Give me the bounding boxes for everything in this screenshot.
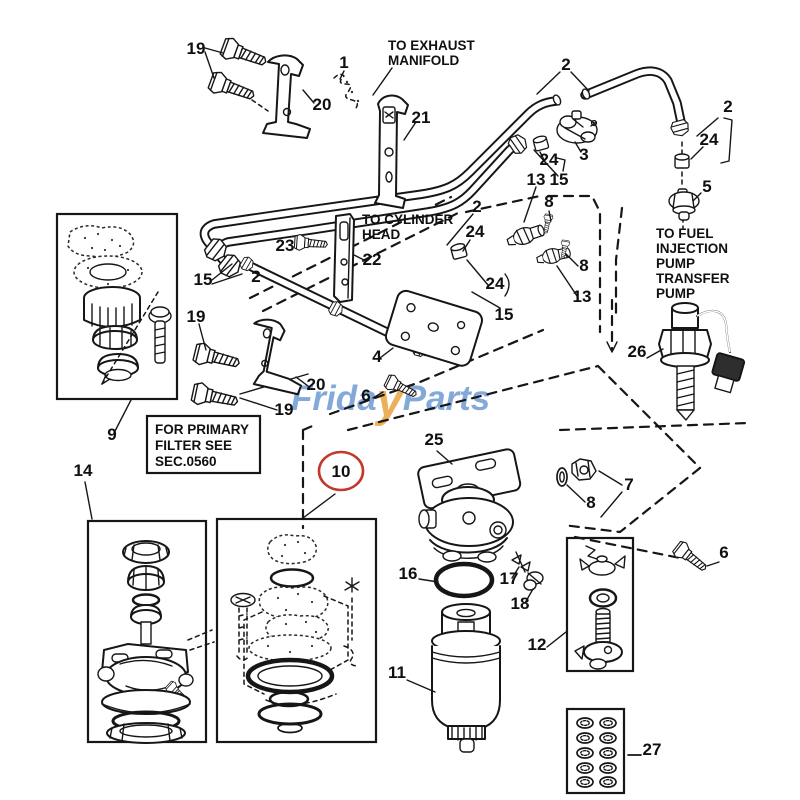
callout-5-12: 5 bbox=[702, 177, 711, 196]
check-valve-3 bbox=[556, 110, 598, 144]
callout-16-36: 16 bbox=[399, 564, 418, 583]
callout-6-33: 6 bbox=[719, 543, 728, 562]
vent-pin-17 bbox=[511, 551, 531, 573]
o-ring-16 bbox=[433, 561, 495, 599]
bracket-21 bbox=[374, 94, 409, 209]
primer-pump-14-box bbox=[86, 519, 215, 744]
dashed-boundary-lines bbox=[248, 99, 750, 560]
callout-2-4: 2 bbox=[561, 55, 570, 74]
callout-15-20: 15 bbox=[495, 305, 514, 324]
callout-21-3: 21 bbox=[412, 108, 431, 127]
callout-26-31: 26 bbox=[628, 342, 647, 361]
callout-19-23: 19 bbox=[187, 307, 206, 326]
valve-kit-12-box bbox=[565, 536, 635, 673]
mounting-bolts-19-top bbox=[206, 35, 271, 107]
plug-18 bbox=[523, 571, 544, 591]
callout-circle-10 bbox=[317, 450, 365, 492]
callout-1-2: 1 bbox=[339, 53, 348, 72]
fitting-5 bbox=[668, 188, 700, 221]
cap-24-right bbox=[674, 153, 690, 169]
callout-3-5: 3 bbox=[579, 145, 588, 164]
cap-24-center bbox=[531, 134, 550, 152]
filter-head-assembly bbox=[417, 448, 522, 563]
callout-8-9: 8 bbox=[544, 192, 553, 211]
banjo-fitting-13-upper bbox=[504, 213, 554, 250]
bracket-20-top bbox=[262, 54, 311, 139]
callout-19-25: 19 bbox=[275, 400, 294, 419]
callout-8-17: 8 bbox=[579, 256, 588, 275]
cover-plate-4 bbox=[384, 289, 483, 367]
callout-2-10: 2 bbox=[723, 97, 732, 116]
callout-7-34: 7 bbox=[624, 475, 633, 494]
banjo-fitting-13-lower bbox=[535, 239, 573, 267]
leader-lines bbox=[84, 47, 733, 756]
bolt-23 bbox=[293, 233, 329, 253]
callout-19-0: 19 bbox=[187, 39, 206, 58]
callout-20-1: 20 bbox=[313, 95, 332, 114]
callout-11-39: 11 bbox=[388, 663, 406, 682]
callout-4-26: 4 bbox=[372, 347, 382, 366]
filter-kit-9-box bbox=[55, 212, 179, 401]
stud-bolt bbox=[148, 306, 172, 364]
bracket-20-mid bbox=[252, 318, 303, 396]
callout-25-30: 25 bbox=[425, 430, 444, 449]
callout-22-14: 22 bbox=[363, 250, 382, 269]
callout-13-7: 13 bbox=[527, 170, 546, 189]
kit-screw bbox=[230, 592, 256, 661]
cap-24-lower bbox=[449, 241, 469, 261]
callout-27-41: 27 bbox=[643, 740, 662, 759]
filter-bowl-11 bbox=[431, 603, 501, 753]
o-ring-set-27-box bbox=[565, 707, 626, 795]
callout-10-29: 10 bbox=[332, 462, 351, 481]
callout-23-13: 23 bbox=[276, 236, 295, 255]
callout-15-21: 15 bbox=[194, 270, 213, 289]
callout-20-24: 20 bbox=[307, 375, 326, 394]
callout-18-38: 18 bbox=[511, 594, 530, 613]
callout-9-27: 9 bbox=[107, 425, 116, 444]
callout-24-16: 24 bbox=[466, 222, 485, 241]
callout-13-18: 13 bbox=[573, 287, 592, 306]
callout-2-15: 2 bbox=[472, 197, 481, 216]
bracket-22 bbox=[333, 213, 355, 303]
callout-2-22: 2 bbox=[251, 267, 260, 286]
callout-8-35: 8 bbox=[586, 493, 595, 512]
callout-12-40: 12 bbox=[528, 635, 547, 654]
fuel-sender-26 bbox=[658, 302, 746, 421]
kit-small-parts bbox=[343, 577, 360, 667]
callout-6-32: 6 bbox=[361, 386, 370, 405]
primary-filter-note-box bbox=[145, 414, 262, 475]
washer-nut-7-8 bbox=[556, 458, 597, 487]
callout-24-19: 24 bbox=[486, 274, 505, 293]
callout-17-37: 17 bbox=[500, 569, 519, 588]
callout-14-28: 14 bbox=[74, 461, 93, 480]
clip-part-1 bbox=[333, 73, 360, 109]
callout-15-8: 15 bbox=[550, 170, 569, 189]
callout-24-11: 24 bbox=[700, 130, 719, 149]
callout-24-6: 24 bbox=[540, 150, 559, 169]
repair-kit-10-box bbox=[215, 517, 378, 744]
bolt-6-center bbox=[382, 372, 421, 403]
